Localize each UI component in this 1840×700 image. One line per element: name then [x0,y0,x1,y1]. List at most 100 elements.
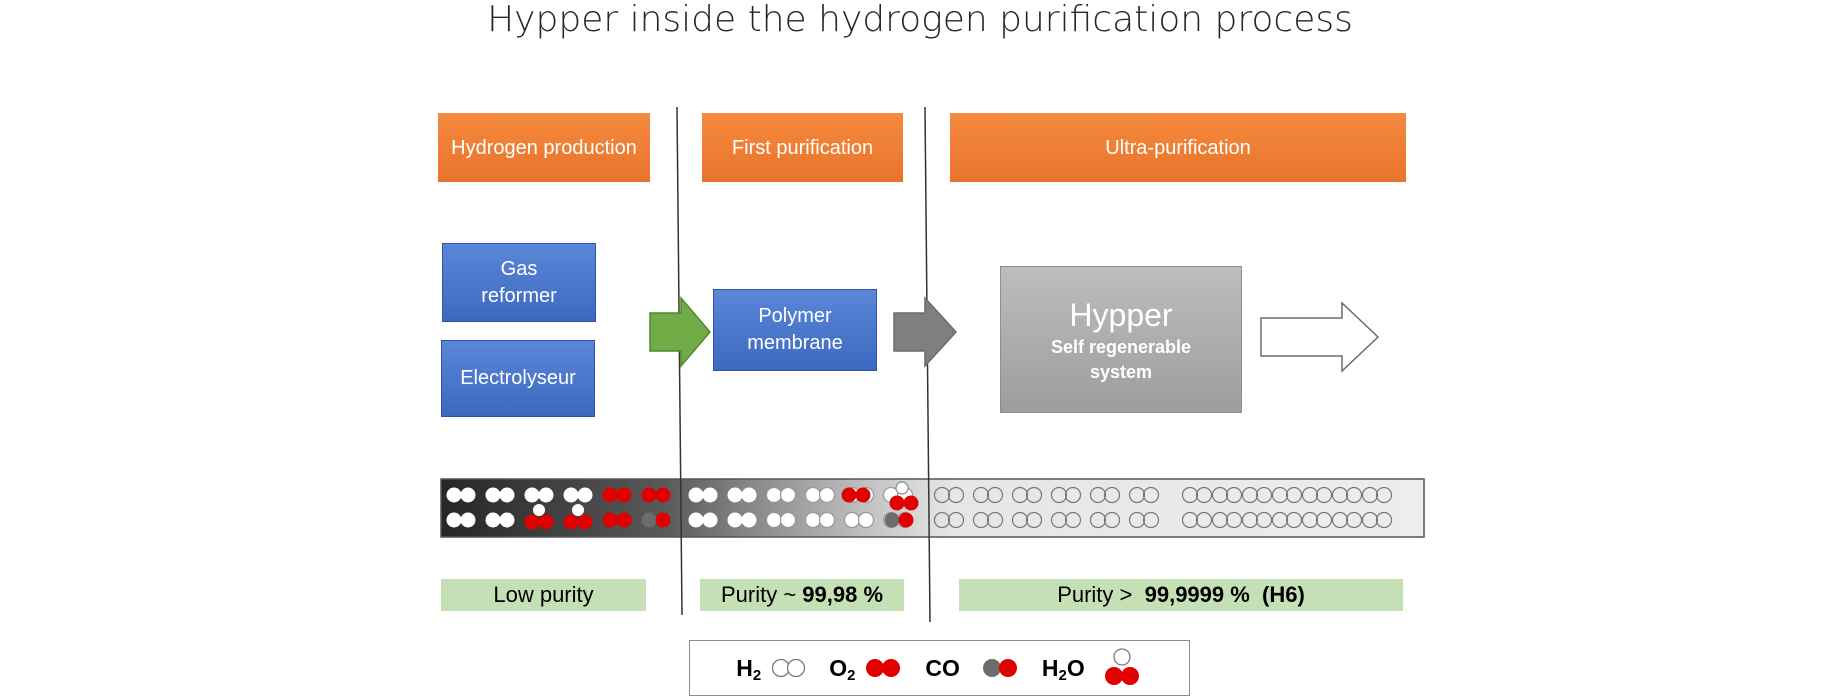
purity-first-prefix: Purity ~ [720,582,803,607]
h2-molecule-atom-a [882,486,900,504]
h2-molecule-atom-b [702,512,718,528]
o2-molecule-atom-a [841,487,857,503]
h2-molecule-atom-a [1331,511,1349,529]
h2-molecule-atom-b [947,511,965,529]
h2-molecule-atom-a [933,511,951,529]
h2-molecule-atom-a [688,512,704,528]
h2-molecule-atom-b [1285,486,1303,504]
molecule-group [446,481,1393,530]
gas-reformer-box: Gas reformer [442,243,596,322]
h2-molecule-atom-b [1103,486,1121,504]
h2-molecule-atom-a [1050,486,1068,504]
h2-molecule-atom-a [1211,486,1229,504]
gray-arrow-icon [893,296,958,368]
h2-molecule-atom-b [741,487,757,503]
h2-molecule-atom-a [485,487,501,503]
h2-molecule-atom-a [1128,511,1146,529]
h2-molecule-atom-a [1361,486,1379,504]
legend-co-label: CO [925,654,960,681]
h2-molecule-atom-a [804,511,822,529]
co-molecule-atom-a [641,512,657,528]
legend-h2o-h: H [1041,654,1059,681]
h2-molecule-atom-b [1255,486,1273,504]
legend-o2-sub: 2 [847,666,856,684]
co-molecule-atom-b [655,512,671,528]
purity-first-value: 99,98 % [802,582,884,607]
legend-h2-sub: 2 [752,666,762,684]
h2-molecule-atom-a [933,486,951,504]
h2-molecule-atom-b [1195,486,1213,504]
h2-molecule-atom-a [1211,511,1229,529]
h2-molecule-atom-b [499,487,515,503]
h2-molecule-atom-a [563,487,579,503]
h2o-molecule-icon [1104,648,1139,685]
h2-molecule-atom-a [1128,486,1146,504]
h2-molecule-atom-a [1271,486,1289,504]
h2o-molecule-h [895,481,909,495]
h2-molecule-atom-b [1142,511,1160,529]
h2-molecule-atom-b [1255,511,1273,529]
h2-molecule-atom-a [727,512,743,528]
purity-ultra-prefix: Purity > [1057,582,1145,607]
h2-molecule-atom-b [1025,511,1043,529]
electrolyseur-box: Electrolyseur [441,340,595,417]
polymer-membrane-box: Polymer membrane [713,289,877,371]
purity-ultra-label: Purity > 99,9999 % (H6) [959,579,1403,611]
h2-molecule-atom-a [1361,511,1379,529]
h2-molecule-atom-b [1064,511,1082,529]
h2-molecule-atom-a [1089,486,1107,504]
h2-molecule-atom-a [688,487,704,503]
h2-molecule-atom-b [1315,511,1333,529]
h2-molecule-atom-b [741,512,757,528]
h2-molecule-atom-b [818,486,836,504]
h2-molecule-atom-a [843,486,861,504]
outline-arrow-icon [1260,301,1380,373]
co-molecule-atom-b [898,512,914,528]
legend-co: CO [925,655,1022,682]
h2-molecule-atom-b [1225,486,1243,504]
h2-molecule-atom-a [972,511,990,529]
h2-molecule-atom-b [1195,511,1213,529]
hypper-subtitle: Self regenerable system [1050,336,1192,382]
h2-molecule-atom-b [779,486,797,504]
o2-molecule-atom-b [616,512,632,528]
h2-molecule-icon [772,658,806,678]
h2-molecule-atom-b [1345,486,1363,504]
h2-molecule-atom-b [1103,511,1121,529]
o2-molecule-atom-a [602,487,618,503]
stage-ultra-purification: Ultra-purification [950,113,1406,182]
h2-molecule-atom-a [1089,511,1107,529]
h2-molecule-atom-b [702,487,718,503]
o2-molecule-atom-b [616,487,632,503]
h2-molecule-atom-a [882,511,900,529]
o2-molecule-atom-b [855,487,871,503]
h2-molecule-atom-b [986,511,1004,529]
h2-molecule-atom-a [765,511,783,529]
h2-molecule-atom-b [986,486,1004,504]
h2-molecule-atom-b [857,486,875,504]
h2-molecule-atom-b [1142,486,1160,504]
h2-molecule-atom-a [1011,511,1029,529]
h2-molecule-atom-b [1315,486,1333,504]
h2-molecule-atom-b [1345,511,1363,529]
h2o-molecule-h [533,504,545,516]
h2-molecule-atom-a [972,486,990,504]
stage-hydrogen-production: Hydrogen production [438,113,650,182]
h2-molecule-atom-a [1011,486,1029,504]
h2-molecule-atom-b [460,487,476,503]
h2-molecule-atom-b [1375,486,1393,504]
h2-molecule-atom-b [460,512,476,528]
h2-molecule-atom-a [843,511,861,529]
h2-molecule-atom-a [1241,486,1259,504]
legend-h2-label: H [736,654,753,681]
h2o-molecule-atom-a [563,514,579,530]
h2-molecule-atom-b [1375,511,1393,529]
h2-molecule-atom-b [1025,486,1043,504]
h2-molecule-atom-a [1181,486,1199,504]
legend-h2o-o: O [1066,654,1085,681]
o2-molecule-atom-a [602,512,618,528]
h2-molecule-atom-a [446,487,462,503]
purity-low-label: Low purity [441,579,646,611]
